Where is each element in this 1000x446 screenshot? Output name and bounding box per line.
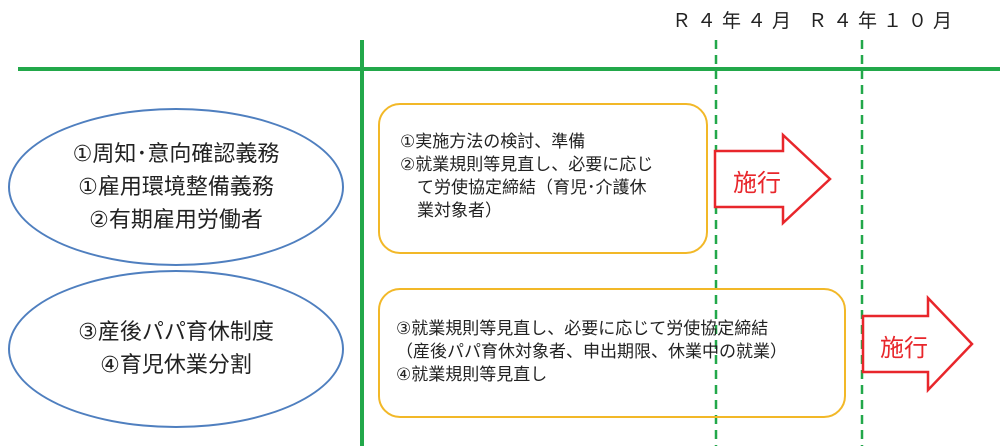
category-ellipse: ③産後パパ育休制度 ④育児休業分割 <box>8 270 344 428</box>
task-line: ③就業規則等見直し、必要に応じて労使協定締結 <box>396 319 769 339</box>
task-line: ①実施方法の検討、準備 <box>400 132 586 152</box>
task-line: 業対象者） <box>400 201 502 221</box>
category-label: ④育児休業分割 <box>100 353 252 378</box>
task-box: ①実施方法の検討、準備 ②就業規則等見直し、必要に応じ て労使協定締結（育児･介… <box>378 103 708 254</box>
task-line: ④就業規則等見直し <box>396 365 548 385</box>
category-label: ③産後パパ育休制度 <box>78 320 274 345</box>
date-label-oct: Ｒ４年１０月 <box>808 10 959 32</box>
task-line: て労使協定締結（育児･介護休 <box>400 178 647 198</box>
task-box: ③就業規則等見直し、必要に応じて労使協定締結 （産後パパ育休対象者、申出期限、休… <box>378 288 846 418</box>
date-label-apr: Ｒ４年４月 <box>672 10 798 32</box>
category-ellipse: ①周知･意向確認義務 ①雇用環境整備義務 ②有期雇用労働者 <box>8 108 344 266</box>
category-label: ①周知･意向確認義務 <box>72 141 280 167</box>
task-line: （産後パパ育休対象者、申出期限、休業中の就業） <box>396 342 787 362</box>
enforcement-arrow-icon <box>713 132 832 226</box>
enforcement-label: 施行 <box>733 169 781 197</box>
enforcement-label: 施行 <box>880 334 928 362</box>
enforcement-arrow-icon <box>861 294 974 394</box>
category-label: ②有期雇用労働者 <box>89 207 263 233</box>
task-line: ②就業規則等見直し、必要に応じ <box>400 155 654 175</box>
category-label: ①雇用環境整備義務 <box>78 174 274 200</box>
